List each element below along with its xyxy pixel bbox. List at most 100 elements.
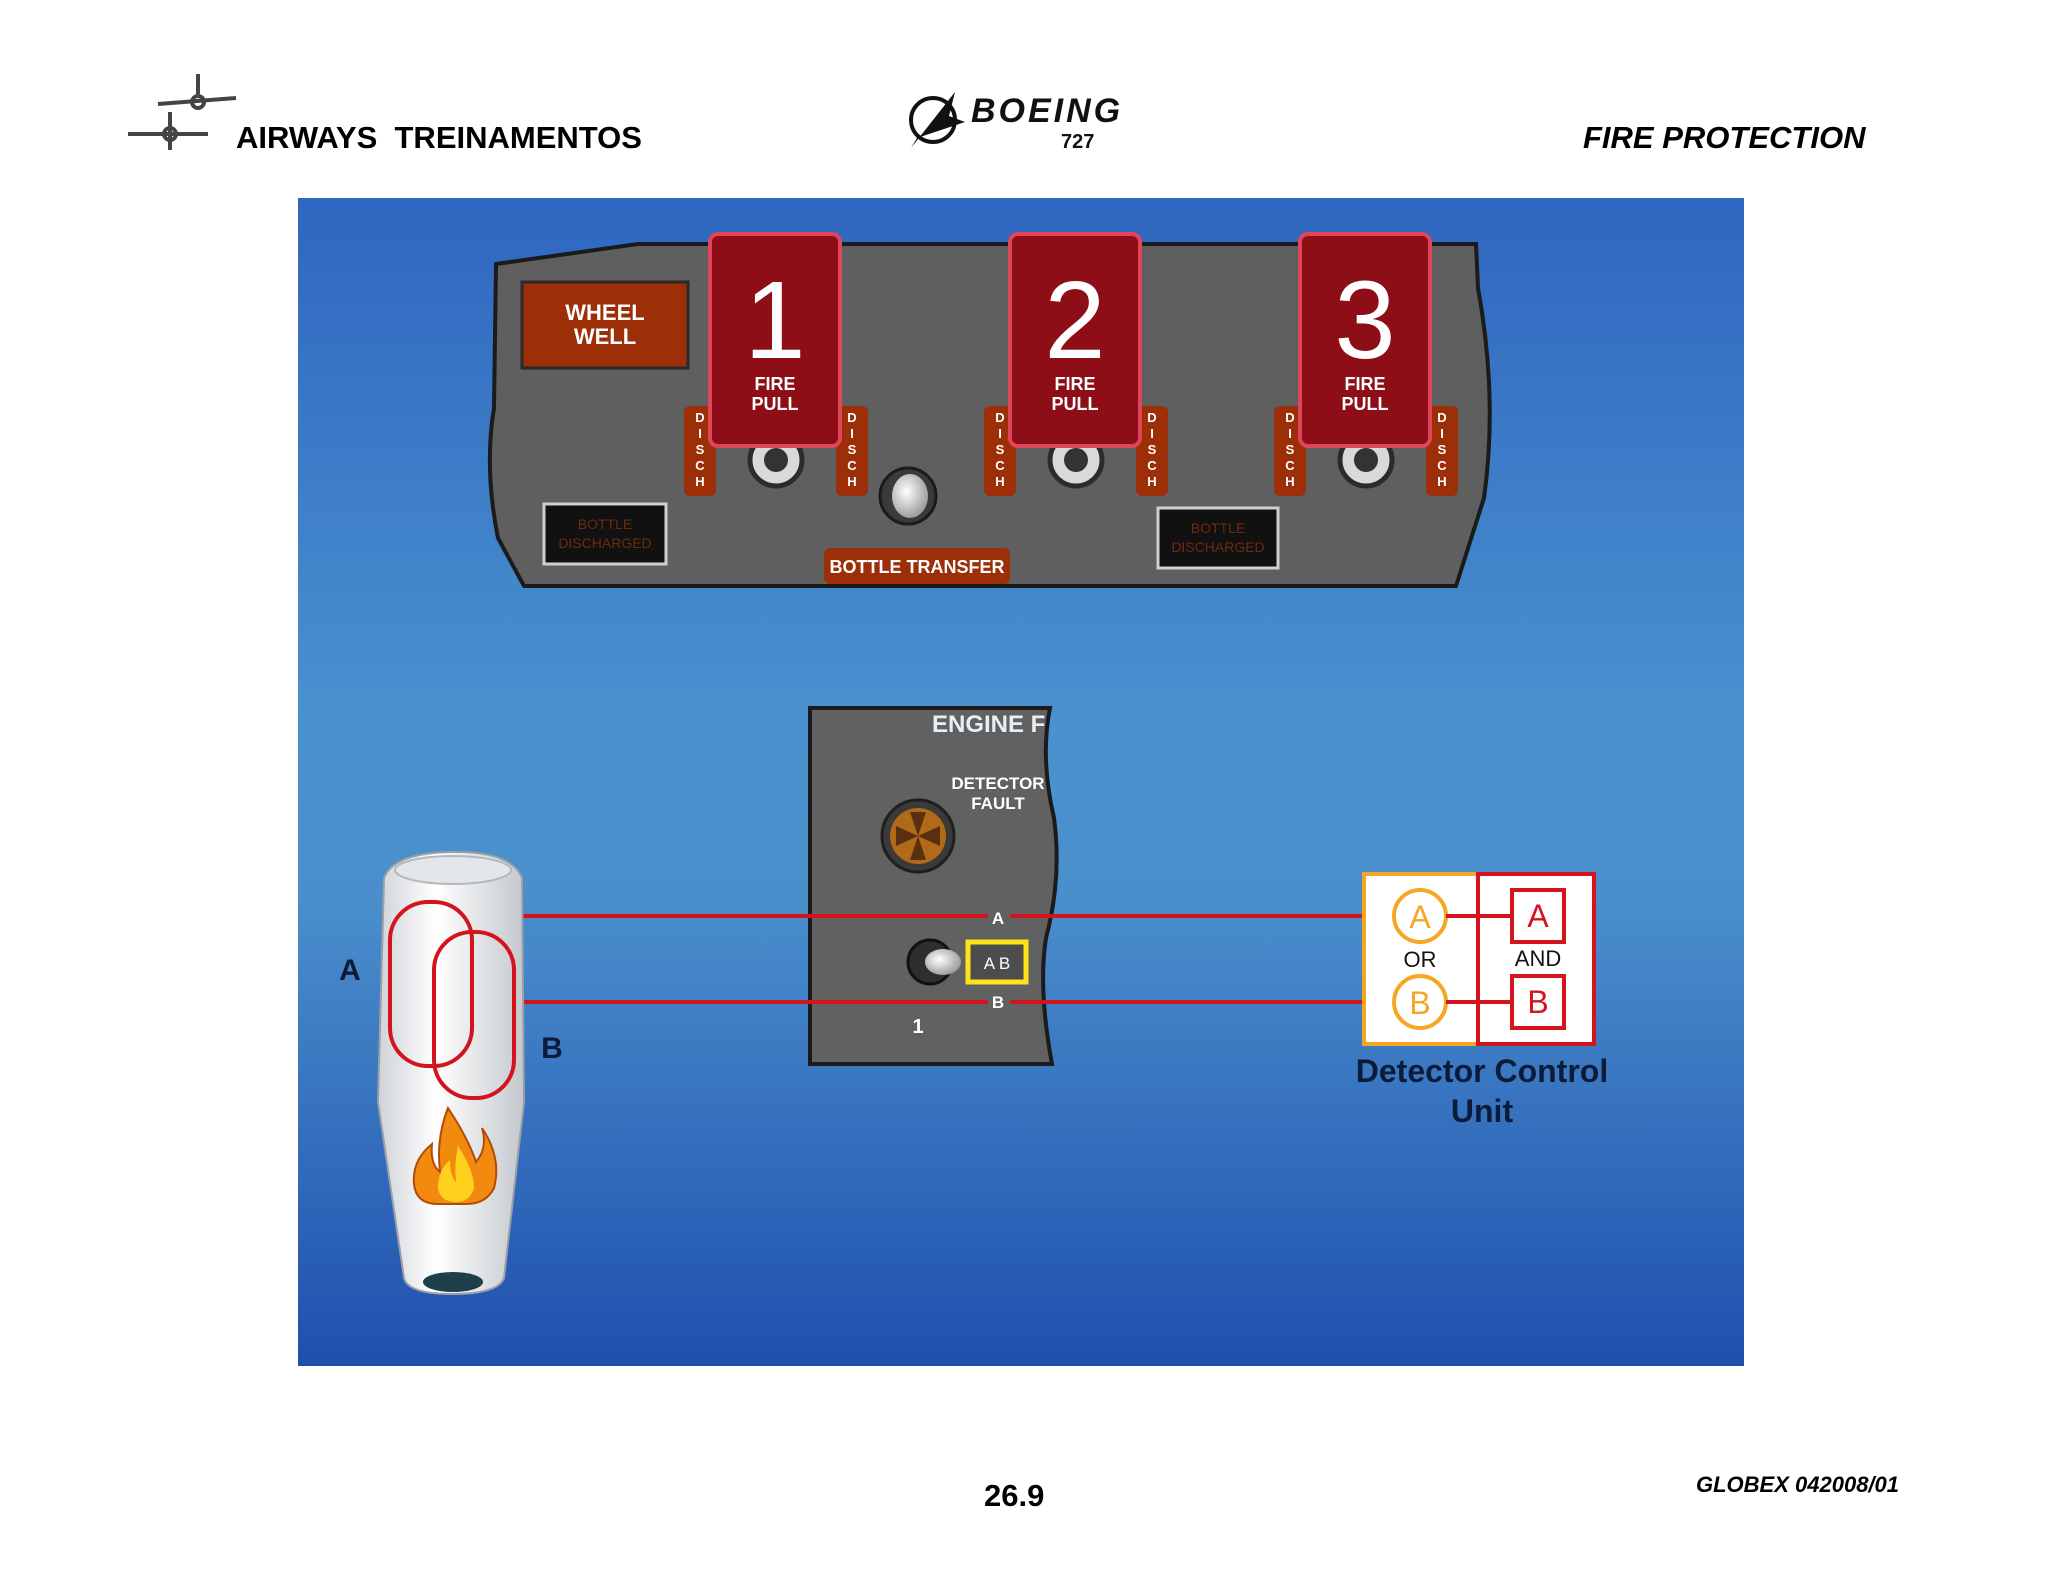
svg-text:S: S — [1148, 442, 1157, 457]
fire-control-panel: WHEEL WELL DI SC H DI SC H 1 FIRE — [487, 232, 1492, 588]
svg-text:C: C — [995, 458, 1005, 473]
engine-exhaust — [423, 1272, 483, 1292]
svg-text:S: S — [996, 442, 1005, 457]
svg-text:DISCHARGED: DISCHARGED — [1171, 539, 1264, 555]
svg-text:S: S — [696, 442, 705, 457]
svg-text:D: D — [1285, 410, 1294, 425]
bottle-transfer-switch[interactable] — [878, 466, 938, 526]
dcu-label-1: Detector Control — [1356, 1053, 1608, 1089]
wheel-well-light: WHEEL WELL — [520, 280, 690, 370]
wheel-well-label-2: WELL — [574, 324, 636, 349]
svg-text:C: C — [1147, 458, 1157, 473]
svg-text:H: H — [995, 474, 1004, 489]
svg-text:DISCHARGED: DISCHARGED — [558, 535, 651, 551]
svg-text:I: I — [698, 426, 702, 441]
svg-text:BOTTLE: BOTTLE — [1191, 520, 1245, 536]
dcu-and-b-box — [1510, 974, 1566, 1030]
airways-logo-icon — [128, 74, 237, 150]
svg-text:H: H — [1285, 474, 1294, 489]
fire-icon — [412, 1105, 498, 1205]
dcu-and-a-box — [1510, 888, 1566, 944]
logo-word: BOEING — [971, 92, 1123, 130]
fire-handle-1[interactable]: 1 FIRE PULL — [708, 232, 842, 448]
disch-letters-right: DI SC H — [1437, 410, 1447, 489]
fire-detection-diagram: WHEEL WELL DI SC H DI SC H 1 FIRE — [298, 198, 1744, 1366]
svg-text:I: I — [1288, 426, 1292, 441]
svg-text:H: H — [1437, 474, 1446, 489]
dcu-label-2: Unit — [1451, 1093, 1514, 1129]
engine-panel-title: ENGINE F — [932, 711, 1045, 738]
disch-letters-left: DI SC H — [995, 410, 1005, 489]
svg-text:I: I — [1440, 426, 1444, 441]
svg-text:B: B — [1409, 985, 1430, 1021]
dcu-and-label: AND — [1515, 946, 1561, 971]
svg-text:C: C — [1285, 458, 1295, 473]
engine-fire-panel: ENGINE F DETECTOR FAULT A A B B 1 — [808, 706, 1059, 1066]
svg-text:I: I — [850, 426, 854, 441]
bottle-discharged-light-left: BOTTLE DISCHARGED — [542, 502, 668, 566]
fire-handle-3-label-1: FIRE — [1344, 374, 1385, 394]
dcu-or-label: OR — [1404, 947, 1437, 972]
detector-control-unit: A OR B A AND B Detector Control Unit — [1356, 872, 1608, 1129]
detector-fault-label-2: FAULT — [971, 794, 1025, 813]
boeing-logo: BOEING 727 — [909, 92, 1123, 153]
disch-letters-right: DI SC H — [847, 410, 857, 489]
bottle-discharged-light-right: BOTTLE DISCHARGED — [1156, 506, 1280, 570]
disch-letters-left: DI SC H — [1285, 410, 1295, 489]
fire-handle-2-number: 2 — [1044, 259, 1105, 382]
svg-text:H: H — [847, 474, 856, 489]
fire-handle-2-assembly: DI SC H DI SC H 2 FIRE PULL — [984, 232, 1168, 496]
fire-handle-3-number: 3 — [1334, 259, 1395, 382]
loop-selector-switch[interactable] — [906, 938, 961, 986]
svg-text:S: S — [848, 442, 857, 457]
section-title: FIRE PROTECTION — [1583, 120, 1866, 155]
fire-handle-1-label-2: PULL — [752, 394, 799, 414]
svg-text:I: I — [998, 426, 1002, 441]
loop-selector-label-box: A B — [965, 939, 1029, 985]
svg-text:A: A — [1527, 898, 1549, 934]
fire-handle-3-label-2: PULL — [1342, 394, 1389, 414]
fire-handle-3-assembly: DI SC H DI SC H 3 FIRE PULL — [1274, 232, 1458, 496]
svg-text:I: I — [1150, 426, 1154, 441]
fire-handle-3[interactable]: 3 FIRE PULL — [1298, 232, 1432, 448]
loop-b-coil — [432, 930, 516, 1100]
logo-model: 727 — [1061, 131, 1094, 153]
svg-text:H: H — [1147, 474, 1156, 489]
fire-handle-1-label-1: FIRE — [754, 374, 795, 394]
detector-fault-light[interactable] — [880, 798, 956, 874]
disch-plate-right — [1136, 406, 1168, 496]
disch-plate-right — [1426, 406, 1458, 496]
svg-text:D: D — [1147, 410, 1156, 425]
fire-handle-2[interactable]: 2 FIRE PULL — [1008, 232, 1142, 448]
svg-text:H: H — [695, 474, 704, 489]
fire-handle-2-label-1: FIRE — [1054, 374, 1095, 394]
svg-text:D: D — [847, 410, 856, 425]
disch-letters-right: DI SC H — [1147, 410, 1157, 489]
detector-wiring — [470, 914, 1418, 1004]
engine-nacelle — [376, 850, 526, 1296]
svg-text:D: D — [995, 410, 1004, 425]
engine-loop-a-label: A — [339, 954, 361, 987]
loop-a-coil — [388, 900, 474, 1068]
engine-loop-b-label: B — [541, 1032, 563, 1065]
svg-text:S: S — [1438, 442, 1447, 457]
svg-text:BOTTLE: BOTTLE — [578, 516, 632, 532]
svg-text:B: B — [1527, 984, 1548, 1020]
panel-loop-b-label: B — [992, 993, 1004, 1012]
bottle-transfer-label-plate: BOTTLE TRANSFER — [824, 548, 1010, 584]
disch-letters-left: DI SC H — [695, 410, 705, 489]
boeing-emblem-icon — [909, 92, 965, 148]
svg-text:D: D — [1437, 410, 1446, 425]
svg-text:C: C — [847, 458, 857, 473]
engine-number-label: 1 — [912, 1016, 923, 1038]
document-code: GLOBEX 042008/01 — [1696, 1472, 1900, 1497]
disch-plate-right — [836, 406, 868, 496]
wheel-well-label-1: WHEEL — [565, 300, 644, 325]
svg-text:D: D — [695, 410, 704, 425]
brand-name: AIRWAYS TREINAMENTOS — [236, 120, 642, 155]
svg-text:C: C — [1437, 458, 1447, 473]
page-number: 26.9 — [984, 1478, 1045, 1513]
fire-handle-2-label-2: PULL — [1052, 394, 1099, 414]
panel-loop-a-label: A — [992, 909, 1004, 928]
loop-selector-label: A B — [984, 954, 1010, 973]
